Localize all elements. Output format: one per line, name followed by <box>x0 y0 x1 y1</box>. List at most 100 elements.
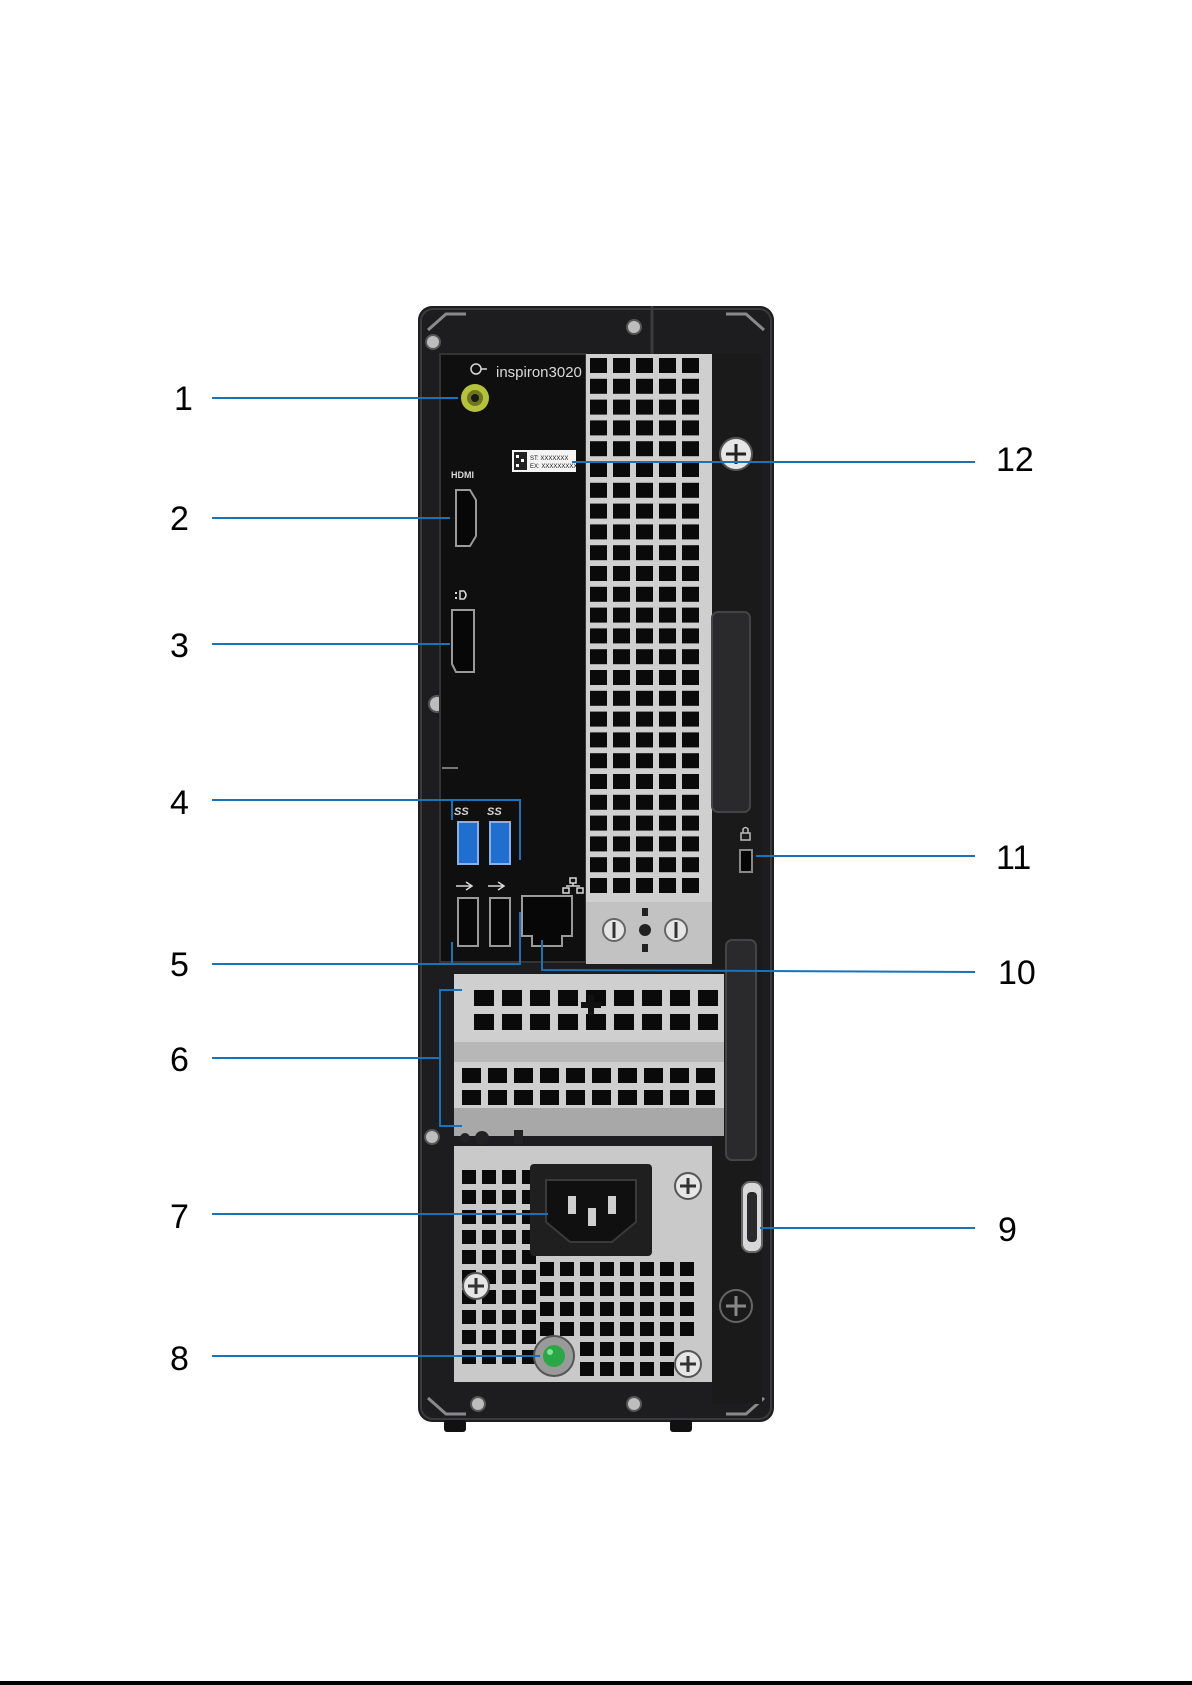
psu-hole <box>462 1330 476 1344</box>
callout-number-10: 10 <box>998 954 1036 992</box>
vent-hole <box>613 358 630 373</box>
vent-hole <box>613 816 630 831</box>
vent-hole <box>590 691 607 706</box>
psu-hole <box>640 1282 654 1296</box>
vent-hole <box>682 504 699 519</box>
vent-hole <box>636 587 653 602</box>
psu-hole <box>680 1302 694 1316</box>
slot-hole <box>670 1014 690 1030</box>
vent-hole <box>682 691 699 706</box>
vent-hole <box>682 545 699 560</box>
vent-hole <box>636 795 653 810</box>
psu-hole <box>540 1282 554 1296</box>
chassis-foot-right <box>670 1420 692 1432</box>
vent-hole <box>613 628 630 643</box>
vent-hole <box>682 608 699 623</box>
psu-hole <box>540 1322 554 1336</box>
psu-hole <box>620 1262 634 1276</box>
svg-text:SS: SS <box>487 806 502 818</box>
vent-hole <box>636 649 653 664</box>
slot-hole <box>558 990 578 1006</box>
hdmi-label: HDMI <box>451 470 474 480</box>
psu-hole <box>620 1302 634 1316</box>
vent-hole <box>590 504 607 519</box>
vent-hole <box>659 483 676 498</box>
psu-hole <box>560 1302 574 1316</box>
vent-hole <box>682 774 699 789</box>
psu-hole <box>502 1310 516 1324</box>
vent-hole <box>636 836 653 851</box>
callout-number-7: 7 <box>170 1198 189 1236</box>
psu-hole <box>660 1282 674 1296</box>
vent-hole <box>613 524 630 539</box>
slot-hole <box>540 1090 559 1105</box>
slot-hole <box>566 1090 585 1105</box>
vent-hole <box>659 504 676 519</box>
vent-hole <box>659 836 676 851</box>
service-tag-line2: EX: XXXXXXXXXX <box>530 464 581 470</box>
vent-hole <box>659 795 676 810</box>
vent-hole <box>636 670 653 685</box>
usb2-port-left <box>458 898 478 946</box>
slot-hole <box>502 1014 522 1030</box>
slot-hole <box>618 1068 637 1083</box>
slot-hole <box>592 1068 611 1083</box>
psu-hole <box>580 1282 594 1296</box>
vent-hole <box>590 524 607 539</box>
vent-hole <box>636 816 653 831</box>
vent-hole <box>682 732 699 747</box>
psu-hole <box>522 1270 536 1284</box>
psu-hole <box>640 1322 654 1336</box>
vent-hole <box>682 462 699 477</box>
vent-hole <box>613 836 630 851</box>
callout-number-5: 5 <box>170 946 189 984</box>
psu-hole <box>640 1342 654 1356</box>
vent-hole <box>590 358 607 373</box>
vent-hole <box>659 379 676 394</box>
psu-hole <box>600 1322 614 1336</box>
cable-cover-lower <box>726 940 756 1160</box>
vent-hole <box>636 712 653 727</box>
callout-number-3: 3 <box>170 627 189 665</box>
psu-hole <box>482 1190 496 1204</box>
psu-hole <box>660 1262 674 1276</box>
psu-hole <box>482 1310 496 1324</box>
psu-hole <box>482 1210 496 1224</box>
vent-hole <box>613 483 630 498</box>
vent-hole <box>682 587 699 602</box>
screw-icon <box>627 1397 641 1411</box>
slot-hole <box>644 1090 663 1105</box>
slot-hole <box>642 1014 662 1030</box>
psu-hole <box>660 1342 674 1356</box>
vent-hole <box>613 670 630 685</box>
psu-hole <box>580 1322 594 1336</box>
vent-hole <box>590 420 607 435</box>
psu-hole <box>482 1170 496 1184</box>
vent-hole <box>682 753 699 768</box>
vent-hole <box>682 400 699 415</box>
vent-hole <box>590 628 607 643</box>
slot-hole <box>502 990 522 1006</box>
psu-hole <box>620 1362 634 1376</box>
slot-hole <box>474 1014 494 1030</box>
vent-hole <box>682 649 699 664</box>
vent-hole <box>613 545 630 560</box>
vent-hole <box>682 670 699 685</box>
psu-hole <box>462 1190 476 1204</box>
slot-hole <box>698 990 718 1006</box>
vent-hole <box>659 857 676 872</box>
vent-hole <box>659 566 676 581</box>
vent-hole <box>590 836 607 851</box>
slot-hole <box>642 990 662 1006</box>
psu-screw-icon <box>675 1351 701 1377</box>
psu-hole <box>502 1210 516 1224</box>
slot-hole <box>514 1090 533 1105</box>
psu-hole <box>660 1322 674 1336</box>
slot-hole <box>488 1068 507 1083</box>
slot-hole <box>474 990 494 1006</box>
vent-hole <box>659 649 676 664</box>
callout-number-11: 11 <box>996 839 1031 877</box>
vent-hole <box>613 441 630 456</box>
vent-hole <box>659 628 676 643</box>
vent-hole <box>613 691 630 706</box>
